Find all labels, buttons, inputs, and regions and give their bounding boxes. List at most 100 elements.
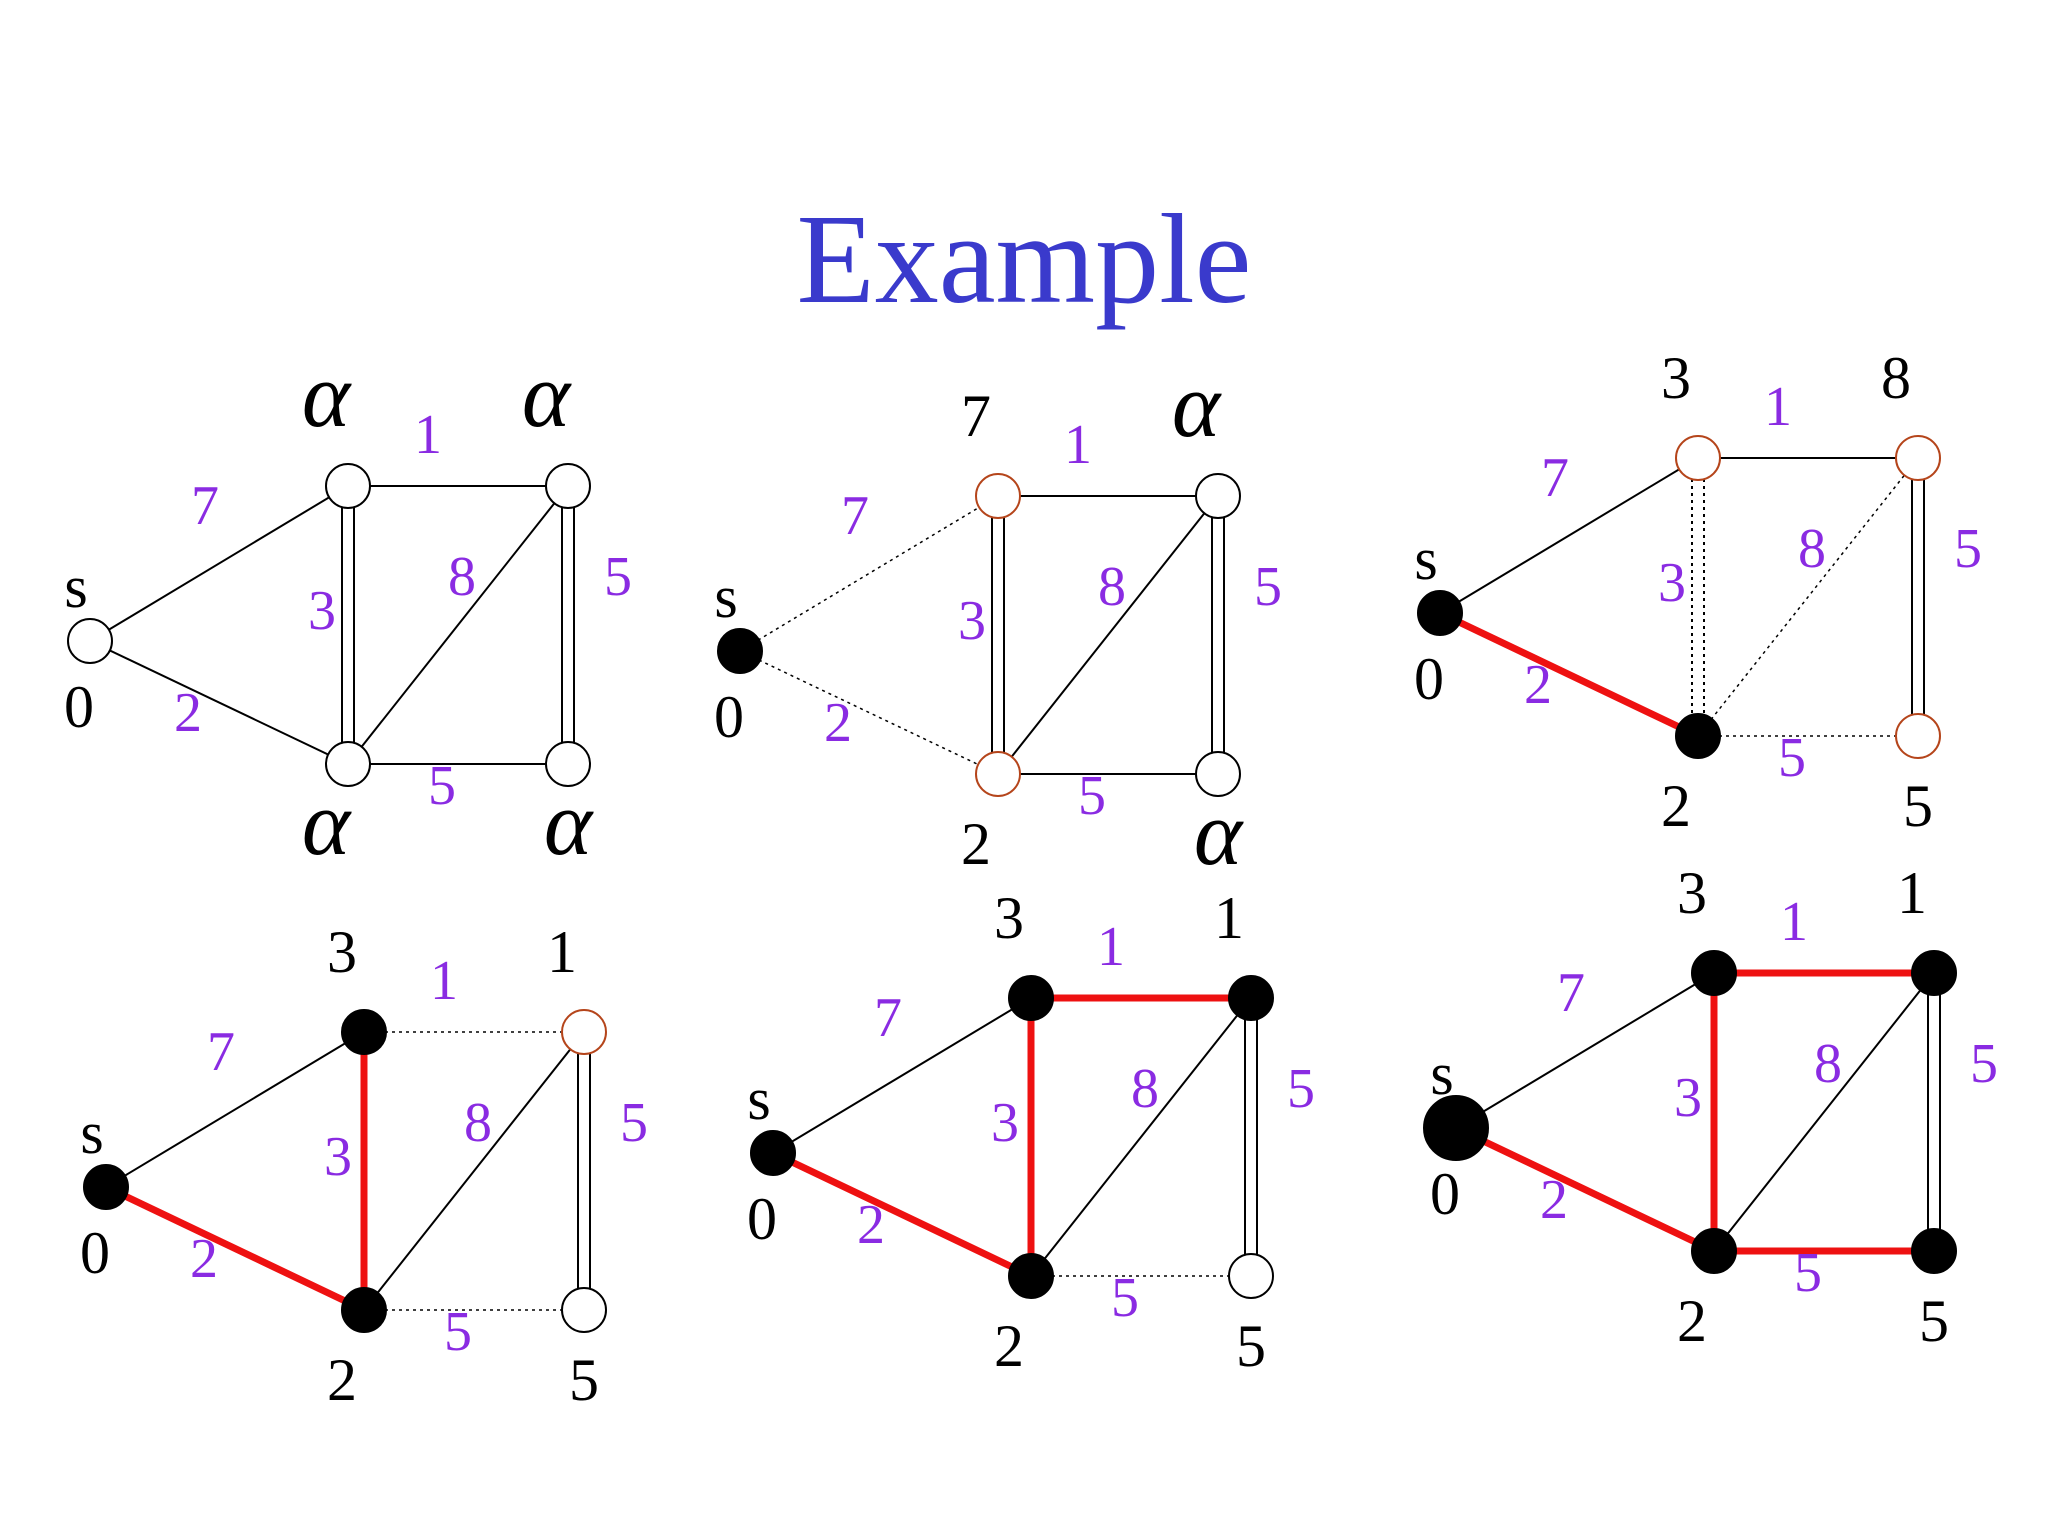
weight-label-s-b: 2 [190, 1228, 218, 1290]
edge-s-b [89, 640, 349, 765]
weight-label-a-b: 3 [324, 1126, 352, 1188]
distance-label-a: 3 [1677, 860, 1707, 926]
edge-s-a [105, 1031, 365, 1188]
weight-label-s-a: 7 [874, 987, 902, 1049]
distance-label-a: α [302, 344, 352, 446]
distance-label-c: 1 [1897, 860, 1927, 926]
weight-label-c-d: 5 [1970, 1033, 1998, 1095]
distance-label-s: 0 [1430, 1161, 1460, 1227]
node-c [545, 463, 591, 509]
edge-s-a [772, 997, 1032, 1154]
weight-label-a-c: 1 [1097, 916, 1125, 978]
weight-label-b-c: 8 [1098, 556, 1126, 618]
node-b [1675, 713, 1721, 759]
node-a [325, 463, 371, 509]
weight-label-s-a: 7 [841, 485, 869, 547]
node-d [1911, 1228, 1957, 1274]
weight-label-a-b: 3 [991, 1092, 1019, 1154]
weight-label-s-b: 2 [1540, 1169, 1568, 1231]
weight-label-s-b: 2 [824, 692, 852, 754]
weight-label-a-c: 1 [414, 404, 442, 466]
distance-label-b: 2 [961, 811, 991, 877]
weight-label-a-c: 1 [1780, 891, 1808, 953]
edge-b-c [363, 1031, 585, 1311]
weight-label-s-a: 7 [191, 475, 219, 537]
node-s [1423, 1095, 1489, 1161]
node-b [1008, 1253, 1054, 1299]
node-d [561, 1287, 607, 1333]
weight-label-a-c: 1 [1764, 376, 1792, 438]
node-c [1228, 975, 1274, 1021]
edge-b-c [1713, 972, 1935, 1252]
distance-label-s: 0 [714, 684, 744, 750]
node-s [1417, 590, 1463, 636]
distance-label-s: 0 [80, 1220, 110, 1286]
weight-label-a-b: 3 [308, 580, 336, 642]
distance-label-d: 5 [1903, 773, 1933, 839]
node-d [1195, 751, 1241, 797]
node-s [83, 1164, 129, 1210]
node-b [1691, 1228, 1737, 1274]
weight-label-b-d: 5 [1111, 1267, 1139, 1329]
distance-label-c: 1 [547, 919, 577, 985]
node-a [341, 1009, 387, 1055]
edge-b-c [347, 485, 569, 765]
source-label: s [1414, 526, 1437, 592]
weight-label-a-b: 3 [1674, 1067, 1702, 1129]
node-c [561, 1009, 607, 1055]
weight-label-s-b: 2 [1524, 654, 1552, 716]
source-label: s [1430, 1041, 1453, 1107]
node-d [1228, 1253, 1274, 1299]
distance-label-c: 8 [1881, 345, 1911, 411]
source-label: s [64, 554, 87, 620]
weight-label-s-b: 2 [857, 1194, 885, 1256]
edge-s-b-tree [1454, 1124, 1716, 1255]
weight-label-a-c: 1 [1064, 414, 1092, 476]
distance-label-d: α [1194, 782, 1244, 884]
weight-label-b-c: 8 [448, 546, 476, 608]
distance-label-d: 5 [569, 1347, 599, 1413]
node-b [341, 1287, 387, 1333]
weight-label-a-c: 1 [430, 950, 458, 1012]
weight-label-b-c: 8 [1131, 1058, 1159, 1120]
node-c [1195, 473, 1241, 519]
distance-label-c: α [1172, 354, 1222, 456]
weight-label-b-c: 8 [1814, 1033, 1842, 1095]
weight-label-b-d: 5 [444, 1301, 472, 1363]
distance-label-a: 3 [994, 885, 1024, 951]
distance-label-d: 5 [1919, 1288, 1949, 1354]
edge-s-b-tree [104, 1183, 366, 1314]
node-b [325, 741, 371, 787]
node-a [1008, 975, 1054, 1021]
weight-label-c-d: 5 [1287, 1058, 1315, 1120]
weight-label-a-b: 3 [958, 590, 986, 652]
weight-label-c-d: 5 [1954, 518, 1982, 580]
node-a [975, 473, 1021, 519]
distance-label-s: 0 [1414, 646, 1444, 712]
weight-label-s-b: 2 [174, 682, 202, 744]
weight-label-b-d: 5 [1078, 765, 1106, 827]
distance-label-d: 5 [1236, 1313, 1266, 1379]
source-label: s [747, 1066, 770, 1132]
weight-label-a-b: 3 [1658, 552, 1686, 614]
distance-label-d: α [544, 772, 594, 874]
edge-s-b-tree [771, 1149, 1033, 1280]
weight-label-b-d: 5 [428, 755, 456, 817]
distance-label-s: 0 [747, 1186, 777, 1252]
node-s [750, 1130, 796, 1176]
distance-label-b: 2 [1677, 1288, 1707, 1354]
slide-title: Example [796, 188, 1252, 330]
weight-label-b-d: 5 [1778, 727, 1806, 789]
distance-label-b: 2 [994, 1313, 1024, 1379]
edge-b-c [1030, 997, 1252, 1277]
weight-label-b-c: 8 [464, 1092, 492, 1154]
node-a [1675, 435, 1721, 481]
edge-b-c [1697, 457, 1919, 737]
distance-label-c: 1 [1214, 885, 1244, 951]
distance-label-b: 2 [1661, 773, 1691, 839]
weight-label-c-d: 5 [1254, 556, 1282, 618]
